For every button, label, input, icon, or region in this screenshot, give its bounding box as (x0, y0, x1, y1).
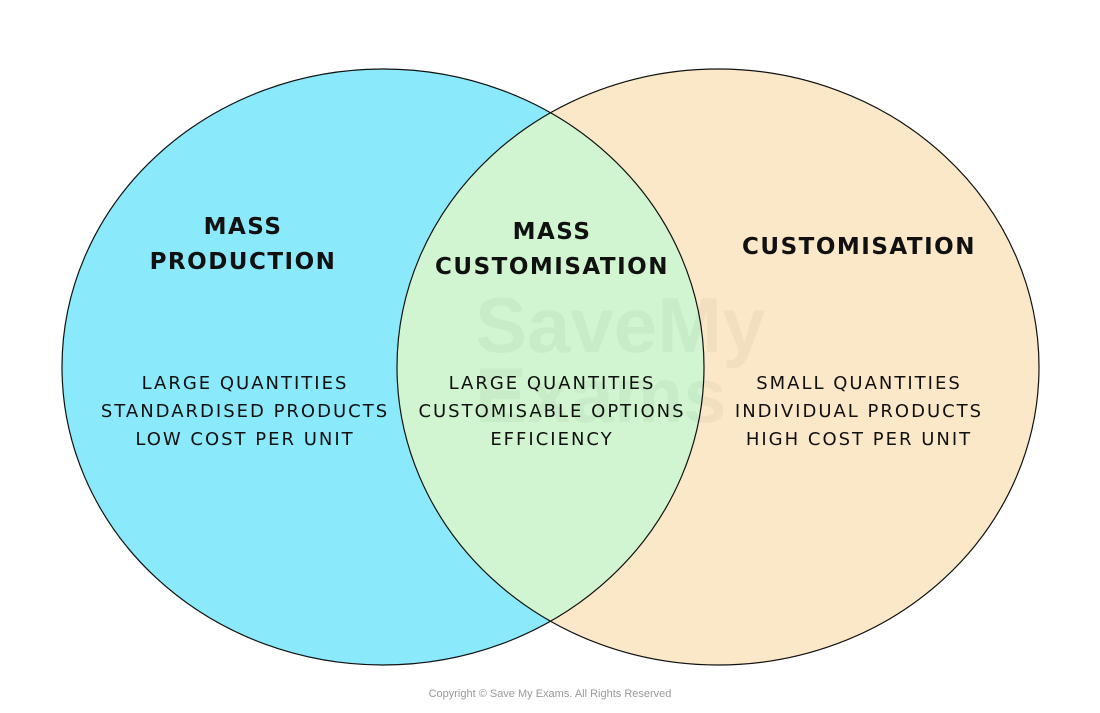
list-item: CUSTOMISABLE OPTIONS (418, 401, 686, 422)
title-line: PRODUCTION (149, 249, 337, 275)
customisation-title: CUSTOMISATION (709, 230, 1009, 265)
mass-customisation-items: LARGE QUANTITIES CUSTOMISABLE OPTIONS EF… (402, 370, 702, 454)
list-item: SMALL QUANTITIES (756, 373, 962, 394)
copyright-text: Copyright © Save My Exams. All Rights Re… (428, 688, 672, 700)
mass-production-items: LARGE QUANTITIES STANDARDISED PRODUCTS L… (80, 370, 410, 454)
left-outline (61, 68, 705, 666)
list-item: INDIVIDUAL PRODUCTS (734, 401, 984, 422)
right-outline (396, 68, 1040, 666)
list-item: EFFICIENCY (490, 429, 614, 450)
mass-production-title: MASS PRODUCTION (143, 210, 343, 280)
list-item: STANDARDISED PRODUCTS (100, 401, 390, 422)
list-item: HIGH COST PER UNIT (745, 429, 973, 450)
list-item: LOW COST PER UNIT (135, 429, 355, 450)
list-item: LARGE QUANTITIES (448, 373, 656, 394)
mass-customisation-title: MASS CUSTOMISATION (402, 215, 702, 285)
customisation-items: SMALL QUANTITIES INDIVIDUAL PRODUCTS HIG… (709, 370, 1009, 454)
title-line: CUSTOMISATION (435, 254, 669, 280)
title-line: CUSTOMISATION (742, 234, 976, 260)
overlap-region (397, 69, 704, 665)
title-line: MASS (203, 214, 283, 240)
title-line: MASS (512, 219, 592, 245)
list-item: LARGE QUANTITIES (141, 373, 349, 394)
